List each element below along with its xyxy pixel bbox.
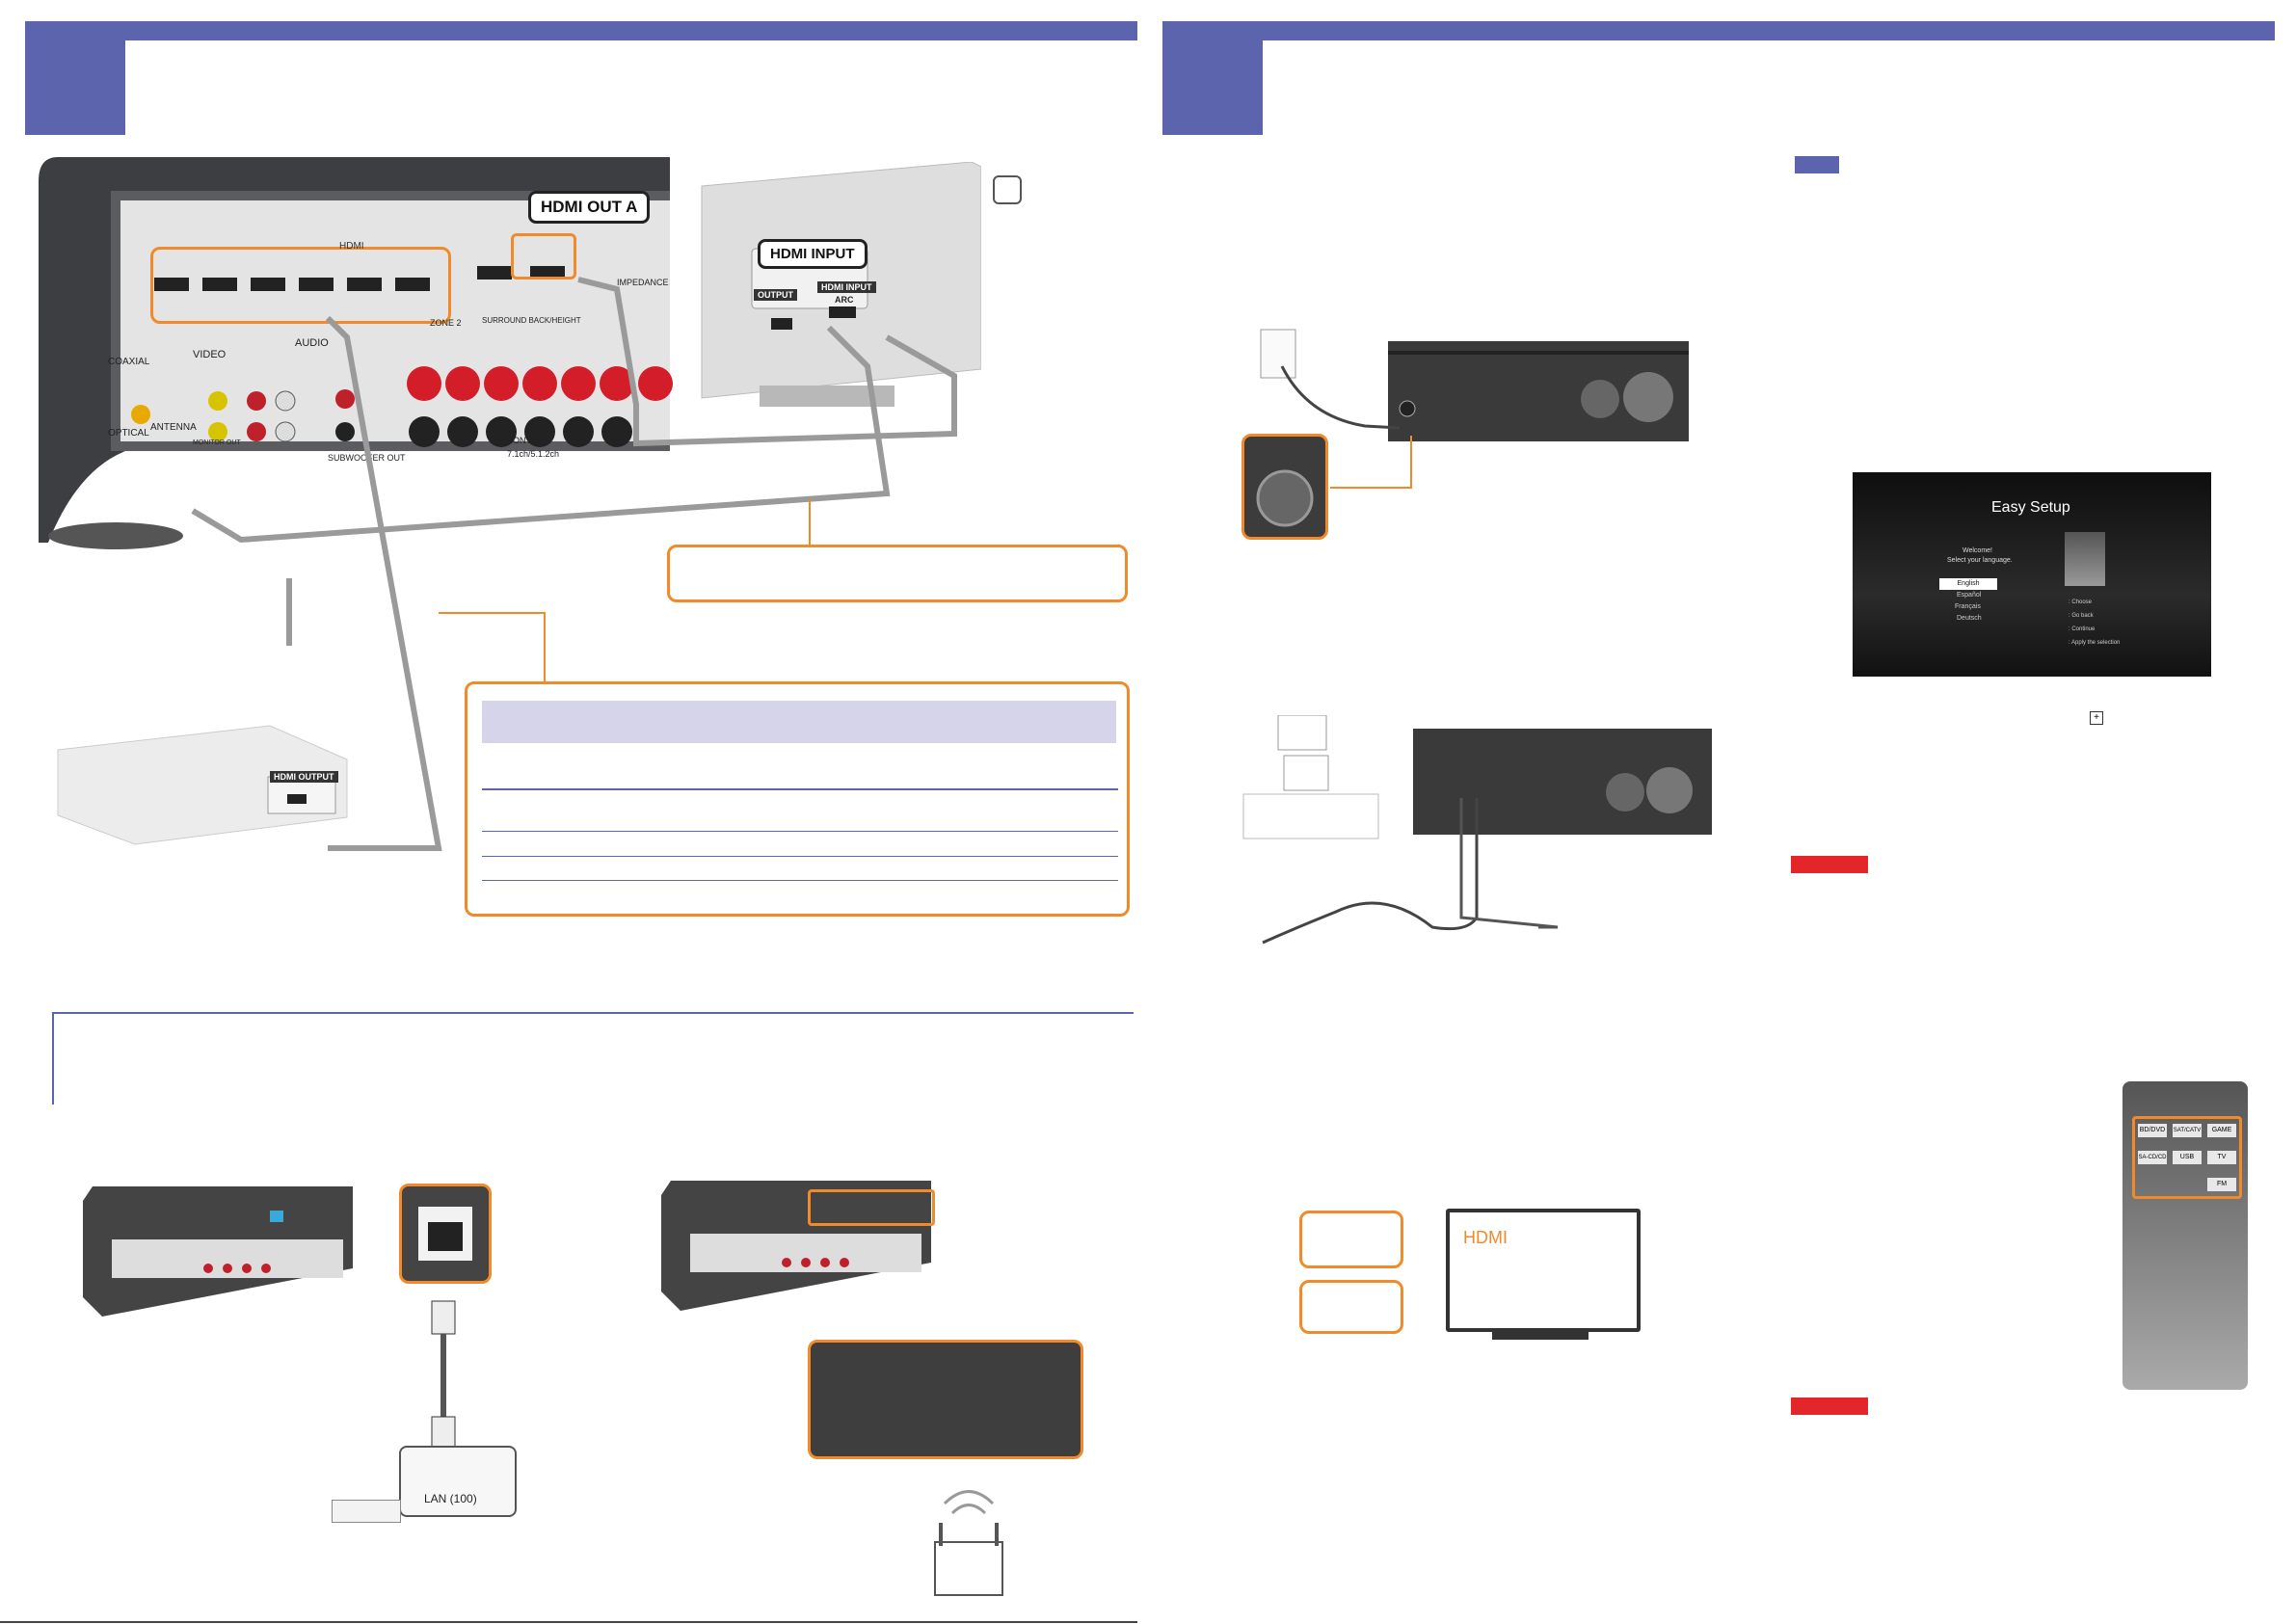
antenna-wifi-icon [934, 1490, 1003, 1596]
power-button-icon [1256, 469, 1314, 527]
receiver-wired-lan [83, 1186, 353, 1317]
audio-label: AUDIO [295, 337, 329, 349]
easy-setup-title: Easy Setup [1991, 499, 2070, 516]
language-option-english[interactable]: English [1939, 578, 1997, 590]
receiver-front-power [1388, 341, 1689, 441]
zone2-label: ZONE 2 [430, 318, 462, 328]
arc-note-box [667, 545, 1128, 602]
left-header-band [25, 21, 1137, 40]
monitor-out-label: MONITOR OUT [193, 439, 241, 446]
antenna-label: ANTENNA [150, 422, 197, 433]
language-option-francais[interactable]: Français [1955, 603, 1981, 610]
router-lan-port [399, 1446, 517, 1517]
remote-input-highlight [2132, 1116, 2242, 1199]
language-option-espanol[interactable]: Español [1957, 592, 1982, 599]
tv-arc-tag: ARC [835, 295, 854, 305]
language-option-deutsch[interactable]: Deutsch [1957, 615, 1982, 622]
note-table-rule-3 [482, 856, 1118, 857]
remote-btn-sacd-cd[interactable]: SA-CD/CD [2138, 1151, 2167, 1164]
note-table-header [482, 701, 1116, 743]
tv-hdmi-input-label: HDMI [1463, 1228, 1508, 1247]
receiver-wireless [661, 1181, 931, 1311]
remote-btn-usb[interactable]: USB [2173, 1151, 2202, 1164]
remote-btn-fm[interactable]: FM [2207, 1178, 2236, 1191]
hdmi-header-label: HDMI [339, 241, 364, 252]
subwoofer-out-label: SUBWOOFER OUT [328, 453, 406, 463]
lan-port-label: LAN (100) [424, 1492, 477, 1505]
easy-setup-welcome: Welcome! [1962, 547, 1992, 554]
hdmi-device-note-box [465, 681, 1130, 917]
front-b-label: FRONT B [501, 436, 540, 445]
hdmi-out-highlight [511, 233, 576, 280]
section-tag [1795, 156, 1839, 173]
video-label: VIDEO [193, 349, 227, 360]
easy-setup-screen [1853, 472, 2211, 677]
legend-continue: : Continue [2069, 626, 2096, 632]
note-table-rule-2 [482, 831, 1118, 832]
legend-apply: : Apply the selection [2069, 640, 2121, 646]
warning-tab-2 [1791, 1398, 1868, 1415]
warning-tab-1 [1791, 856, 1868, 873]
note-table-rule-4 [482, 880, 1118, 881]
remote-btn-sat-catv[interactable]: SAT/CATV [2173, 1124, 2202, 1137]
calibration-setup [1242, 715, 1712, 945]
tv-stand [1492, 1332, 1589, 1340]
remote-btn-bd-dvd[interactable]: BD/DVD [2138, 1124, 2167, 1137]
speech-bubble-1 [1299, 1211, 1403, 1268]
tv-output-tag: OUTPUT [754, 289, 797, 301]
power-outlet [1260, 329, 1296, 379]
impedance-label: IMPEDANCE [617, 278, 669, 287]
note-table-rule-1 [482, 788, 1118, 790]
remote-btn-tv[interactable]: TV [2207, 1151, 2236, 1164]
antenna-highlight [808, 1189, 935, 1226]
remote-btn-game[interactable]: GAME [2207, 1124, 2236, 1137]
tv-number-marker [993, 175, 1022, 204]
speech-bubble-2 [1299, 1280, 1403, 1334]
left-step-block [25, 21, 125, 135]
right-step-block [1162, 21, 1263, 135]
hdmi-out-a-callout: HDMI OUT A [528, 191, 651, 224]
source-device [57, 725, 348, 845]
setup-image-thumbnail [2065, 532, 2105, 586]
optical-label: OPTICAL [108, 428, 149, 439]
surround-back-label: SURROUND BACK/HEIGHT [482, 316, 581, 325]
antenna-zoom [808, 1340, 1083, 1459]
coaxial-label: COAXIAL [108, 357, 150, 367]
legend-choose: : Choose [2069, 599, 2093, 605]
easy-setup-prompt: Select your language. [1947, 557, 2013, 564]
tv-screen [1446, 1209, 1641, 1332]
router-box [332, 1500, 401, 1523]
lan-port-icon [418, 1207, 472, 1261]
tv-hdmi-input-tag: HDMI INPUT [817, 281, 876, 293]
hdmi-input-highlight [150, 247, 451, 324]
plus-button-icon: + [2090, 711, 2103, 725]
lan-port-zoom [399, 1184, 492, 1284]
hdmi-input-callout: HDMI INPUT [758, 239, 868, 269]
network-section-box [52, 1012, 1134, 1105]
power-cable [1280, 365, 1412, 489]
hdmi-output-tag: HDMI OUTPUT [270, 771, 338, 783]
footer-rule-left [0, 1621, 1137, 1623]
right-header-band [1162, 21, 2275, 40]
speaker-mode-label: 7.1ch/5.1.2ch [507, 449, 560, 459]
legend-go-back: : Go back [2069, 613, 2094, 619]
